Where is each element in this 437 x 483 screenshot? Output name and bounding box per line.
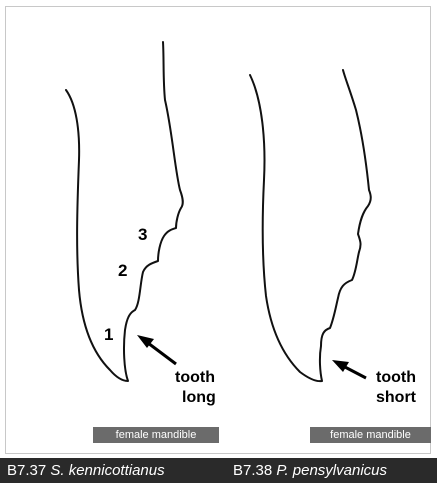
tooth-number-2: 2: [118, 261, 127, 280]
left-arrow-icon: [137, 335, 176, 364]
right-arrow-icon: [332, 360, 366, 378]
right-badge: female mandible: [310, 427, 431, 443]
left-badge: female mandible: [93, 427, 219, 443]
left-caption-code: B7.37: [7, 462, 46, 479]
right-caption: B7.38 P. pensylvanicus: [233, 458, 387, 483]
caption-bar: B7.37 S. kennicottianus B7.38 P. pensylv…: [0, 458, 437, 483]
right-annotation-line2: short: [376, 389, 417, 406]
right-annotation-line1: tooth: [376, 369, 416, 386]
right-mandible-outline: [250, 70, 371, 381]
tooth-number-1: 1: [104, 325, 113, 344]
right-caption-code: B7.38: [233, 462, 272, 479]
left-mandible-outline: [66, 42, 183, 381]
left-caption: B7.37 S. kennicottianus: [7, 458, 165, 483]
left-annotation-line1: tooth: [175, 369, 215, 386]
right-caption-species: P. pensylvanicus: [276, 462, 387, 479]
left-annotation-line2: long: [182, 389, 216, 406]
left-caption-species: S. kennicottianus: [50, 462, 164, 479]
tooth-number-3: 3: [138, 225, 147, 244]
